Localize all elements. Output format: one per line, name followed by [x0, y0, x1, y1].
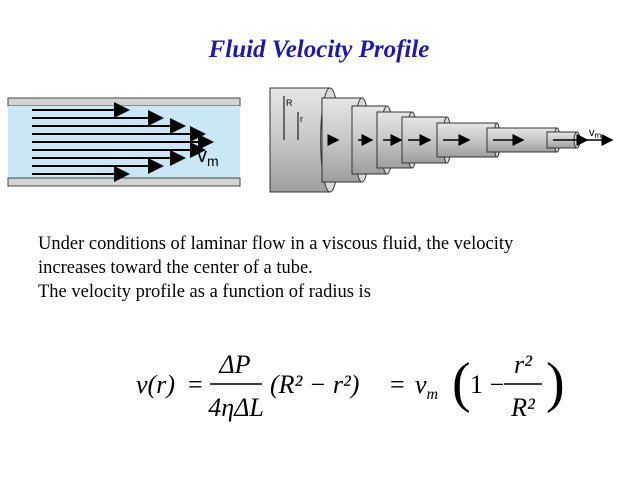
velocity-profile-equation: v(r) = ΔP 4ηΔL (R² − r²) = vm ( 1 − r² R… — [136, 350, 565, 422]
eq-one-minus: 1 − — [470, 370, 504, 399]
eq-left-paren: ( — [452, 352, 471, 414]
eq-frac2-denominator: R² — [510, 393, 536, 422]
inner-radius-label: r — [300, 114, 303, 124]
eq-frac2-numerator: r² — [514, 350, 533, 379]
eq-vm: vm — [415, 370, 438, 403]
paragraph-line-3: The velocity profile as a function of ra… — [38, 282, 371, 302]
paragraph-line-1: Under conditions of laminar flow in a vi… — [38, 234, 514, 254]
eq-lhs: v(r) — [136, 370, 175, 399]
telescoping-cylinders-figure: R r vm — [269, 87, 614, 193]
eq-right-paren: ) — [546, 352, 565, 414]
eq-equals-2: = — [390, 370, 405, 399]
laminar-flow-tube-figure: vm — [7, 97, 241, 187]
eq-frac1-denominator: 4ηΔL — [208, 393, 264, 422]
vm-label-left: vm — [197, 145, 219, 169]
paragraph-line-2: increases toward the center of a tube. — [38, 258, 313, 278]
tube-wall-bottom — [7, 177, 241, 187]
body-text: Under conditions of laminar flow in a vi… — [38, 232, 618, 304]
tube-wall-top — [7, 97, 241, 107]
outer-radius-label: R — [286, 98, 293, 108]
cylinder-stack — [269, 87, 614, 193]
eq-paren-term: (R² − r²) — [270, 370, 359, 399]
cylinder-body — [269, 87, 331, 193]
vm-label-right: vm — [589, 127, 602, 140]
eq-frac1-numerator: ΔP — [218, 350, 250, 379]
flow-arrows — [32, 102, 214, 182]
eq-equals-1: = — [188, 370, 203, 399]
slide-title: Fluid Velocity Profile — [208, 36, 430, 63]
